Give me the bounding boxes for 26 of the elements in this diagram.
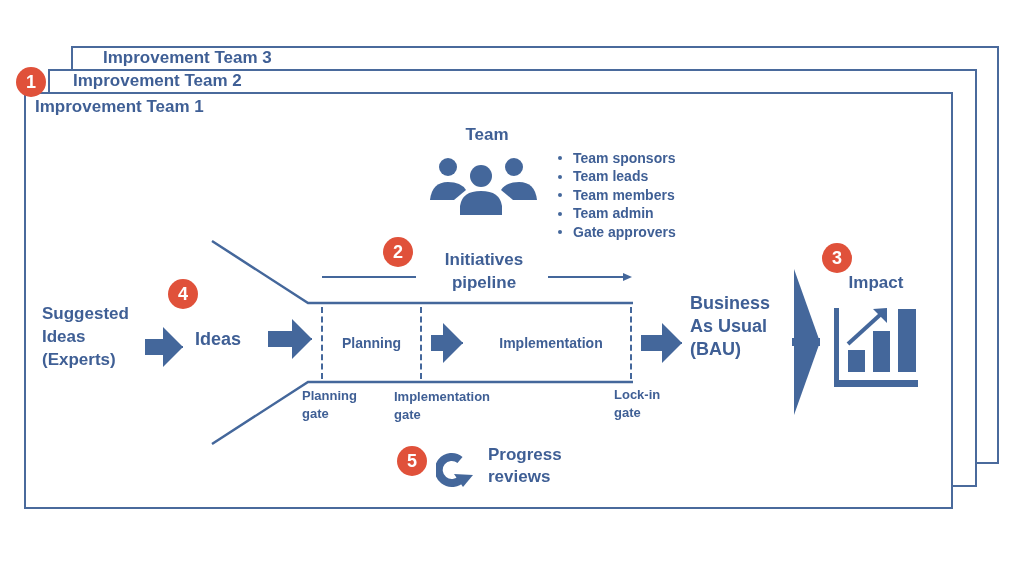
node-label: Planning bbox=[340, 333, 403, 353]
node-label: Suggested Ideas (Experts) bbox=[42, 303, 130, 371]
chevron-arrow bbox=[792, 269, 820, 415]
node-label: Ideas bbox=[194, 327, 243, 351]
team-frame-tab bbox=[48, 69, 977, 92]
role-item: Gate approvers bbox=[573, 222, 676, 242]
node-label: Business As Usual (BAU) bbox=[689, 292, 772, 361]
role-item: Team leads bbox=[573, 167, 649, 186]
role-item: Team sponsors bbox=[573, 148, 676, 168]
node-label: Impact bbox=[848, 272, 904, 294]
caption-text: Planning gate bbox=[302, 387, 358, 423]
team-title: Improvement Team 1 bbox=[35, 97, 204, 117]
team-title: Improvement Team 3 bbox=[103, 48, 272, 68]
caption-text: Lock-in gate bbox=[614, 386, 662, 422]
caption-text: Team bbox=[464, 124, 510, 146]
role-item: Team admin bbox=[573, 204, 654, 223]
node-label: Implementation bbox=[498, 333, 604, 353]
caption-text: Initiatives pipeline bbox=[443, 249, 525, 294]
pipeline-stage bbox=[321, 307, 422, 379]
team-frame bbox=[24, 92, 953, 509]
team-frame-tab bbox=[71, 46, 999, 69]
caption-text: Progress reviews bbox=[488, 444, 563, 488]
team-title: Improvement Team 2 bbox=[73, 71, 242, 91]
callout-number: 1 bbox=[16, 67, 46, 97]
role-item: Team members bbox=[573, 185, 675, 205]
caption-text: Implementation gate bbox=[394, 388, 492, 424]
